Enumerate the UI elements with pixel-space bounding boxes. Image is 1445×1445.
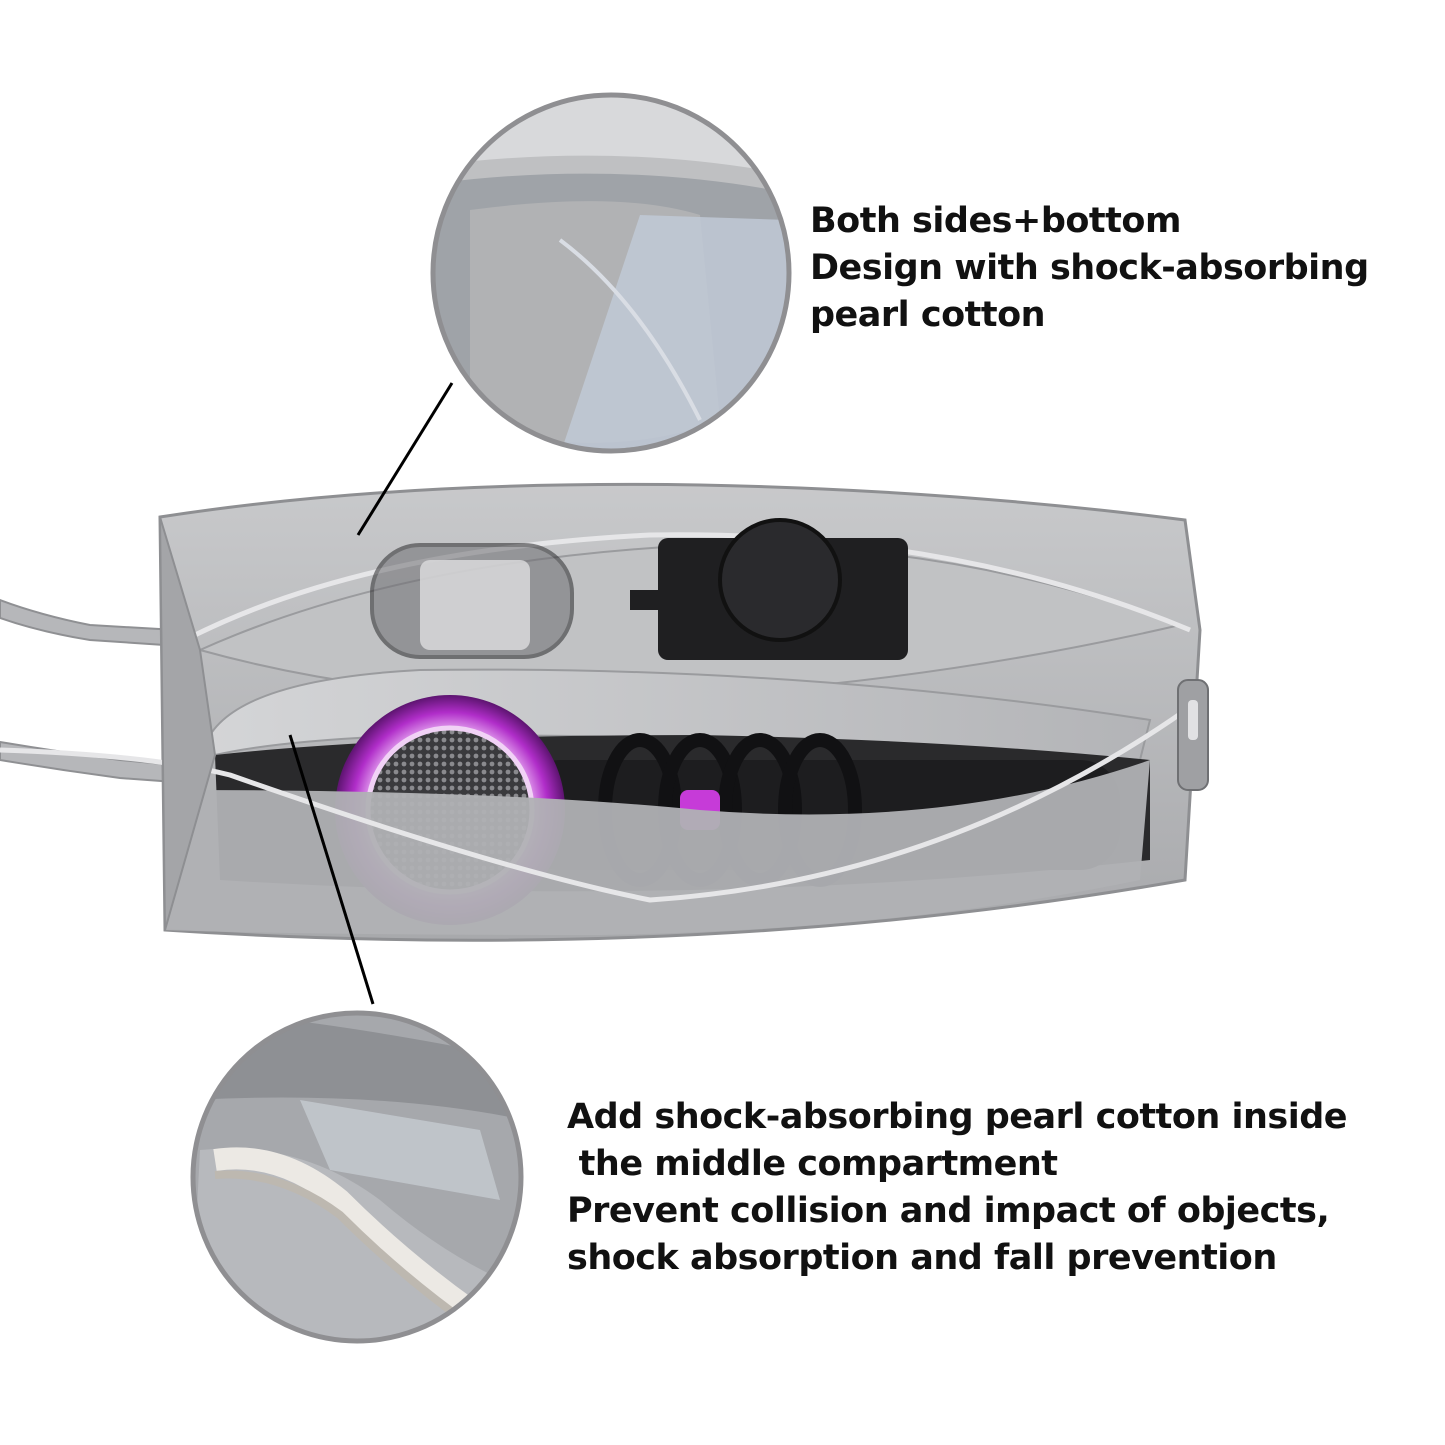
- leader-line-bottom: [288, 734, 375, 1005]
- leader-line-top: [356, 382, 454, 536]
- bag-front-panel: [165, 760, 1150, 935]
- callout-top-line-2: Design with shock-absorbing: [810, 248, 1369, 288]
- callout-top-line-3: pearl cotton: [810, 295, 1046, 335]
- zipper-pull: [1177, 679, 1209, 791]
- zipper-upper: [183, 532, 1191, 643]
- callout-bottom-line-3: Prevent collision and impact of objects,: [567, 1191, 1330, 1231]
- callout-top-line-1: Both sides+bottom: [810, 201, 1181, 241]
- attachment-diffuser: [630, 518, 908, 660]
- callout-bottom-line-4: shock absorption and fall prevention: [567, 1238, 1277, 1278]
- attachment-concentrator: [370, 543, 574, 659]
- storage-bag: [0, 482, 1209, 942]
- callout-bottom-line-2: the middle compartment: [567, 1144, 1058, 1184]
- callout-bottom: Add shock-absorbing pearl cotton inside …: [567, 1094, 1348, 1282]
- zoom-circle-top: [430, 92, 792, 454]
- callout-top: Both sides+bottom Design with shock-abso…: [810, 198, 1369, 339]
- bag-left-side: [159, 516, 217, 931]
- callout-bottom-line-1: Add shock-absorbing pearl cotton inside: [567, 1097, 1348, 1137]
- zoom-circle-bottom: [190, 1010, 524, 1344]
